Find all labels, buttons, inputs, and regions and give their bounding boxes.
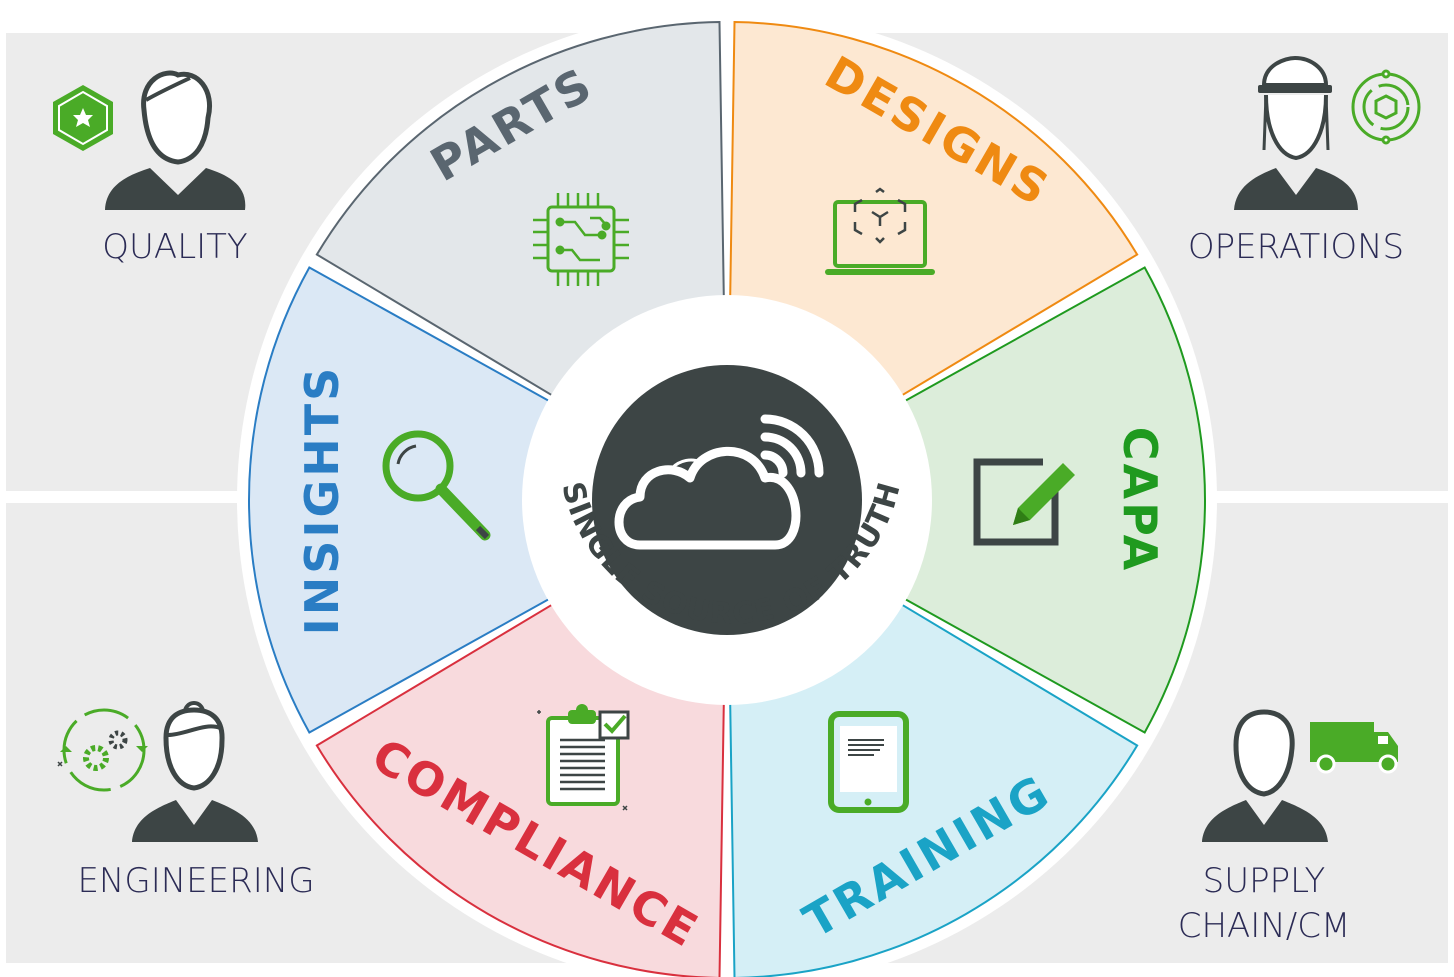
role-supply-chain: SUPPLY CHAIN/CM	[1178, 709, 1398, 946]
tablet-icon	[828, 711, 909, 813]
clipboard-check-icon	[537, 704, 630, 811]
star-badge-icon	[53, 85, 113, 151]
role-quality-label: QUALITY	[102, 227, 247, 267]
role-engineering-label: ENGINEERING	[77, 861, 314, 901]
wheel-segments	[248, 21, 1206, 977]
delivery-truck-icon	[1310, 722, 1398, 774]
hub: SINGLE SOURCE OF TRUTH	[522, 295, 932, 705]
microchip-icon	[533, 193, 629, 286]
person-engineering-icon	[132, 701, 258, 842]
role-operations-label: OPERATIONS	[1188, 227, 1404, 267]
edit-pencil-icon	[973, 458, 1075, 546]
magnifier-icon	[382, 430, 491, 541]
role-supply-chain-label-line1: SUPPLY	[1203, 861, 1326, 901]
role-operations: OPERATIONS	[1188, 55, 1421, 267]
role-quality: QUALITY	[53, 70, 248, 267]
segment-icons	[382, 187, 1075, 813]
cloud-signal-icon	[614, 414, 824, 550]
segment-label-insights: INSIGHTS	[295, 365, 349, 636]
role-engineering: ENGINEERING	[57, 701, 315, 901]
person-supply-chain-icon	[1202, 709, 1328, 842]
person-quality-icon	[105, 70, 246, 210]
target-hexagon-icon	[1351, 69, 1421, 145]
gears-cycle-icon	[57, 708, 148, 792]
segment-label-capa: CAPA	[1113, 427, 1167, 573]
laptop-3d-cube-icon	[825, 187, 935, 275]
role-supply-chain-label-line2: CHAIN/CM	[1178, 906, 1351, 946]
person-operations-icon	[1234, 55, 1358, 210]
